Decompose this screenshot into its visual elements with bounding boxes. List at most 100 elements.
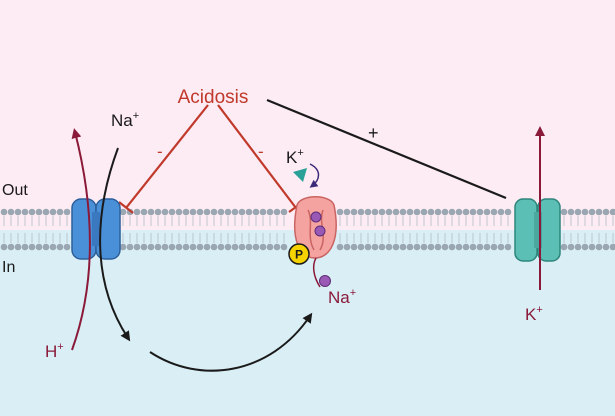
lipid-head xyxy=(210,243,218,251)
acidosis-label: Acidosis xyxy=(178,87,249,108)
minus-sign-left: - xyxy=(157,142,163,161)
sodium-ion-bound xyxy=(314,225,326,237)
lipid-head xyxy=(119,208,127,216)
lipid-head xyxy=(469,243,477,251)
lipid-head xyxy=(147,243,155,251)
lipid-head xyxy=(567,243,575,251)
lipid-head xyxy=(7,208,15,216)
lipid-head xyxy=(441,243,449,251)
lipid-head xyxy=(259,208,267,216)
lipid-head xyxy=(21,208,29,216)
lipid-head xyxy=(126,243,134,251)
lipid-head xyxy=(35,208,43,216)
lipid-head xyxy=(462,208,470,216)
lipid-head xyxy=(357,243,365,251)
lipid-head xyxy=(427,243,435,251)
lipid-head xyxy=(182,208,190,216)
lipid-head xyxy=(49,243,57,251)
lipid-head xyxy=(588,208,596,216)
lipid-head xyxy=(252,208,260,216)
lipid-head xyxy=(441,208,449,216)
lipid-head xyxy=(210,208,218,216)
lipid-head xyxy=(588,243,596,251)
lipid-head xyxy=(413,208,421,216)
lipid-head xyxy=(35,243,43,251)
lipid-head xyxy=(350,208,358,216)
phosphate-group: P xyxy=(288,243,310,265)
lipid-head xyxy=(581,243,589,251)
inhibit-line-nka xyxy=(217,104,297,209)
lipid-head xyxy=(378,243,386,251)
lipid-head xyxy=(427,208,435,216)
lipid-head xyxy=(182,243,190,251)
in-label: In xyxy=(2,259,15,276)
lipid-head xyxy=(504,243,512,251)
activate-line-kchannel xyxy=(266,98,507,200)
lipid-head xyxy=(581,208,589,216)
lipid-head xyxy=(196,208,204,216)
lipid-head xyxy=(238,208,246,216)
k-uptake-arrow xyxy=(309,163,320,188)
lipid-head xyxy=(203,208,211,216)
lipid-head xyxy=(448,243,456,251)
na-k-atpase-pump xyxy=(293,196,337,259)
lipid-head xyxy=(560,243,568,251)
lipid-head xyxy=(602,208,610,216)
potassium-channel xyxy=(514,198,561,262)
lipid-head xyxy=(161,243,169,251)
lipid-head xyxy=(224,208,232,216)
lipid-head xyxy=(168,243,176,251)
lipid-head xyxy=(476,208,484,216)
sodium-ion-bound xyxy=(310,211,322,223)
lipid-head xyxy=(371,208,379,216)
lipid-head xyxy=(252,243,260,251)
lipid-head xyxy=(266,243,274,251)
lipid-head xyxy=(140,208,148,216)
lipid-head xyxy=(378,208,386,216)
lipid-head xyxy=(567,208,575,216)
lipid-head xyxy=(14,208,22,216)
acidosis-effects xyxy=(118,98,507,214)
lipid-head xyxy=(462,243,470,251)
lipid-head xyxy=(266,208,274,216)
inhibit-bar-nhe xyxy=(118,201,134,214)
na-uptake-arrow xyxy=(312,257,321,288)
lipid-head xyxy=(217,208,225,216)
phosphate-label: P xyxy=(295,248,303,262)
lipid-head xyxy=(231,208,239,216)
na-ion-influx-arrow xyxy=(99,147,131,342)
lipid-head xyxy=(420,243,428,251)
lipid-head xyxy=(147,208,155,216)
lipid-head xyxy=(259,243,267,251)
lipid-head xyxy=(63,243,71,251)
lipid-head xyxy=(497,243,505,251)
lipid-head xyxy=(399,243,407,251)
lipid-head xyxy=(175,243,183,251)
lipid-head xyxy=(7,243,15,251)
lipid-head xyxy=(434,208,442,216)
lipid-head xyxy=(49,208,57,216)
lipid-head xyxy=(385,208,393,216)
na-ion-label-bottom: Na+ xyxy=(328,287,356,307)
lipid-head xyxy=(399,208,407,216)
inhibit-line-nhe xyxy=(125,104,209,209)
lipid-head xyxy=(42,243,50,251)
lipid-head xyxy=(609,243,615,251)
lipid-head xyxy=(350,243,358,251)
lipid-head xyxy=(56,208,64,216)
lipid-head xyxy=(231,243,239,251)
lipid-head xyxy=(483,243,491,251)
lipid-head xyxy=(455,243,463,251)
lipid-head xyxy=(21,243,29,251)
lipid-head xyxy=(133,208,141,216)
lipid-head xyxy=(154,243,162,251)
lipid-head xyxy=(455,208,463,216)
lipid-head xyxy=(476,243,484,251)
lipid-head xyxy=(203,243,211,251)
lipid-head xyxy=(119,243,127,251)
lipid-head xyxy=(371,243,379,251)
lipid-head xyxy=(245,243,253,251)
h-ion-label: H+ xyxy=(45,341,64,361)
lipid-head xyxy=(336,243,344,251)
lipid-head xyxy=(140,243,148,251)
